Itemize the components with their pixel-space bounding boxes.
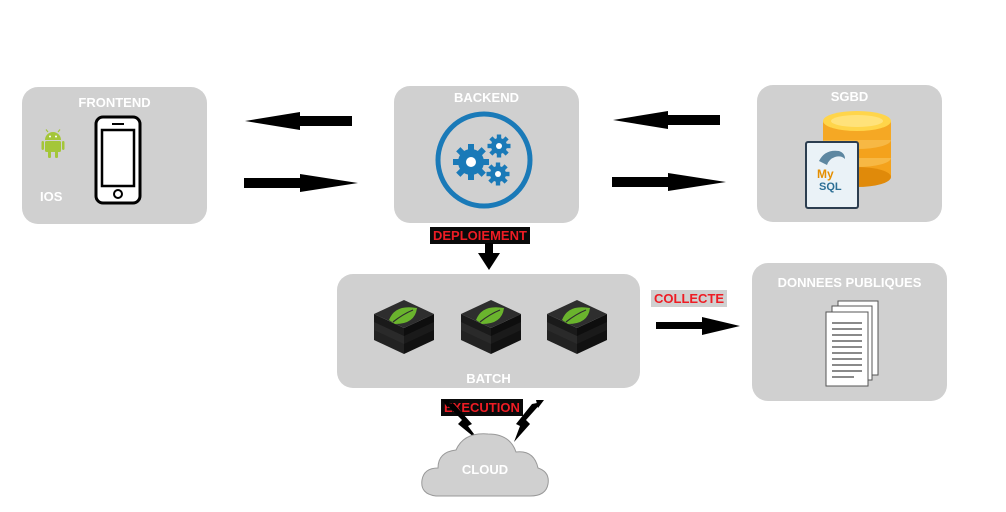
deploiement-arrow bbox=[478, 243, 500, 270]
collecte-arrow bbox=[656, 317, 740, 335]
cloud-shape bbox=[421, 433, 549, 497]
sgbd-box: SGBD My SQL bbox=[757, 85, 942, 222]
cloud-title: CLOUD bbox=[461, 462, 509, 477]
android-icon bbox=[41, 129, 65, 158]
frontend-box: FRONTEND IOS bbox=[22, 87, 207, 224]
execution-arrows bbox=[442, 400, 544, 442]
spring-icon-3 bbox=[547, 300, 607, 354]
frontend-arrows bbox=[244, 112, 358, 192]
mysql-sql: SQL bbox=[819, 181, 842, 193]
frontend-title: FRONTEND bbox=[78, 95, 151, 110]
backend-title: BACKEND bbox=[454, 90, 519, 105]
backend-box: BACKEND bbox=[394, 86, 579, 223]
ios-label: IOS bbox=[40, 189, 63, 204]
donnees-box: DONNEES PUBLIQUES bbox=[752, 263, 947, 401]
collecte-label: COLLECTE bbox=[651, 290, 728, 307]
batch-box: BATCH bbox=[337, 274, 640, 388]
gears-icon bbox=[435, 111, 533, 209]
batch-title: BATCH bbox=[466, 371, 511, 386]
spring-icon-2 bbox=[461, 300, 521, 354]
smartphone-icon bbox=[94, 115, 142, 205]
mysql-logo: My SQL bbox=[805, 141, 859, 209]
donnees-title: DONNEES PUBLIQUES bbox=[777, 275, 922, 290]
dolphin-icon bbox=[819, 150, 845, 165]
documents-icon bbox=[825, 300, 879, 387]
sgbd-title: SGBD bbox=[830, 89, 869, 104]
deploiement-label: DEPLOIEMENT bbox=[430, 227, 530, 244]
mysql-my: My bbox=[817, 167, 834, 181]
spring-icon-1 bbox=[374, 300, 434, 354]
sgbd-arrows bbox=[612, 111, 726, 191]
execution-label: EXECUTION bbox=[441, 399, 523, 416]
